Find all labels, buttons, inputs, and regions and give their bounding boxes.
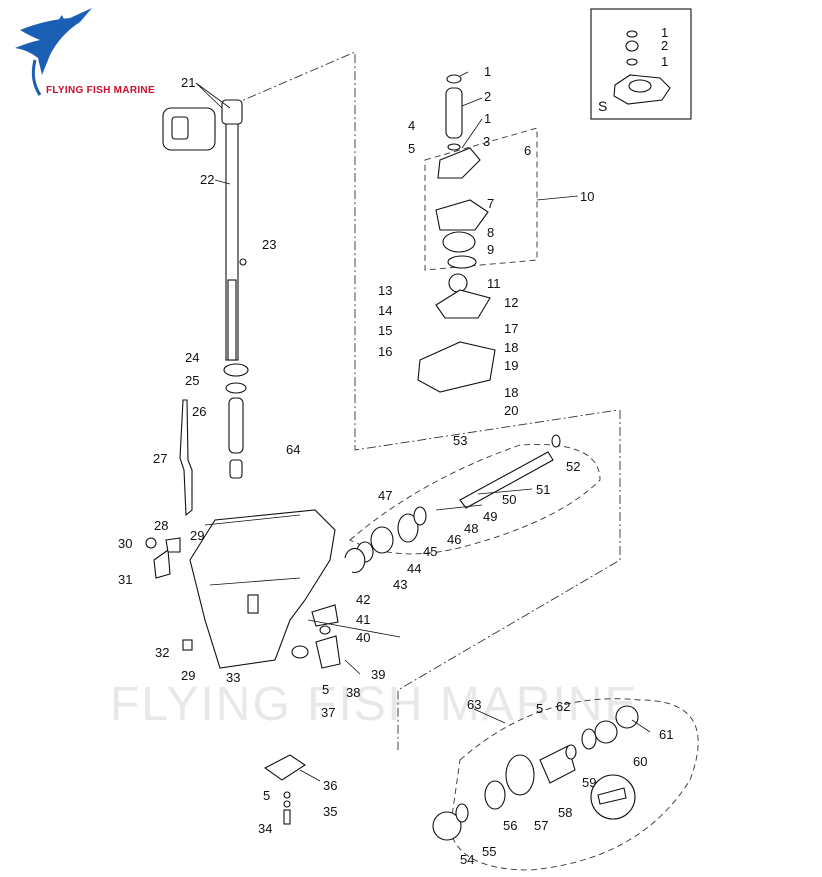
label-13: 13 [378,283,392,298]
brand-logo: FLYING FISH MARINE [15,8,155,96]
label-25: 25 [185,373,199,388]
brand-name: FLYING FISH MARINE [46,85,155,96]
label-36: 36 [323,778,337,793]
label-19: 19 [504,358,518,373]
label-34: 34 [258,821,272,836]
label-39: 39 [371,667,385,682]
label-62: 62 [556,699,570,714]
inset-label: S [598,98,607,114]
label-20: 20 [504,403,518,418]
label-14: 14 [378,303,392,318]
label-5: 5 [263,788,270,803]
label-1: 1 [484,111,491,126]
label-28: 28 [154,518,168,533]
label-5: 5 [322,682,329,697]
label-52: 52 [566,459,580,474]
label-22: 22 [200,172,214,187]
label-60: 60 [633,754,647,769]
label-47: 47 [378,488,392,503]
label-48: 48 [464,521,478,536]
label-26: 26 [192,404,206,419]
label-5: 5 [408,141,415,156]
label-16: 16 [378,344,392,359]
label-42: 42 [356,592,370,607]
label-10: 10 [580,189,594,204]
propeller-shaft [344,434,561,574]
label-59: 59 [582,775,596,790]
label-35: 35 [323,804,337,819]
label-45: 45 [423,544,437,559]
label-24: 24 [185,350,199,365]
label-63: 63 [467,697,481,712]
label-51: 51 [536,482,550,497]
label-64: 64 [286,442,300,457]
label-44: 44 [407,561,421,576]
label-8: 8 [487,225,494,240]
label-29: 29 [190,528,204,543]
label-17: 17 [504,321,518,336]
label-1: 1 [484,64,491,79]
leader-lines [195,71,651,782]
label-6: 6 [524,143,531,158]
water-pump [417,74,496,393]
label-50: 50 [502,492,516,507]
label-40: 40 [356,630,370,645]
label-1: 1 [661,54,668,69]
label-49: 49 [483,509,497,524]
inset-box: S [590,8,692,120]
label-46: 46 [447,532,461,547]
label-27: 27 [153,451,167,466]
water-pump-group [424,127,538,271]
label-2: 2 [661,38,668,53]
anode-bracket [263,754,306,825]
label-43: 43 [393,577,407,592]
flying-fish-icon [15,8,92,75]
label-37: 37 [321,705,335,720]
prop-group-outline [449,698,699,871]
side-fittings [145,537,193,651]
drive-shaft-assembly [162,99,247,361]
label-9: 9 [487,242,494,257]
shift-rod [179,399,193,517]
label-15: 15 [378,323,392,338]
pinion-gear-parts [291,604,341,669]
label-53: 53 [453,433,467,448]
shaft-bearings [223,363,249,479]
lower-group-outline [397,410,621,750]
label-61: 61 [659,727,673,742]
label-33: 33 [226,670,240,685]
label-55: 55 [482,844,496,859]
label-56: 56 [503,818,517,833]
propeller-shaft-group [349,444,601,555]
label-30: 30 [118,536,132,551]
label-18: 18 [504,340,518,355]
label-12: 12 [504,295,518,310]
label-21: 21 [181,75,195,90]
label-57: 57 [534,818,548,833]
label-7: 7 [487,196,494,211]
label-18: 18 [504,385,518,400]
label-54: 54 [460,852,474,867]
label-11: 11 [487,276,501,291]
upper-group-outline [231,51,619,451]
propeller-assembly [432,705,639,841]
label-31: 31 [118,572,132,587]
label-29: 29 [181,668,195,683]
label-4: 4 [408,118,415,133]
label-5: 5 [536,701,543,716]
label-1: 1 [661,25,668,40]
label-23: 23 [262,237,276,252]
label-3: 3 [483,134,490,149]
label-32: 32 [155,645,169,660]
watermark: FLYING FISH MARINE [110,678,639,731]
label-38: 38 [346,685,360,700]
label-58: 58 [558,805,572,820]
label-2: 2 [484,89,491,104]
part-number-labels: 1 2 1 1 2 1 3 4 5 6 7 8 9 10 11 12 13 14… [118,25,673,867]
lower-casing [189,509,336,669]
label-41: 41 [356,612,370,627]
